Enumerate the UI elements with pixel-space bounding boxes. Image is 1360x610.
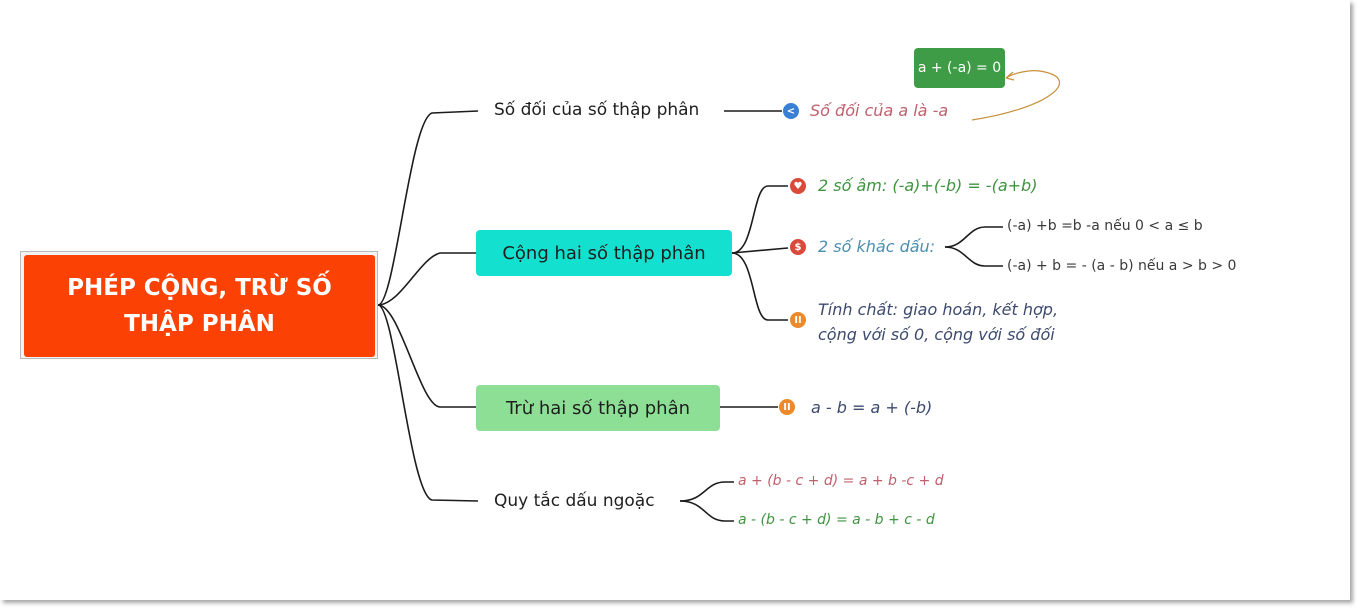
bracket-rule-minus[interactable]: a - (b - c + d) = a - b + c - d (738, 512, 935, 528)
bracket-rule-plus[interactable]: a + (b - c + d) = a + b -c + d (738, 473, 944, 489)
pause-icon: II (779, 399, 795, 415)
topic-opposite-number[interactable]: Số đối của số thập phân (494, 100, 700, 120)
addition-properties-line1: Tính chất: giao hoán, kết hợp, (818, 300, 1059, 319)
addition-properties[interactable]: Tính chất: giao hoán, kết hợp, cộng với … (818, 297, 1058, 347)
heart-icon: ♥ (790, 178, 806, 194)
addition-different-sign[interactable]: 2 số khác dấu: (818, 237, 936, 256)
central-topic-line1: PHÉP CỘNG, TRỪ SỐ (67, 275, 332, 301)
addition-properties-line2: cộng với số 0, cộng với số đối (818, 325, 1055, 344)
share-icon: < (783, 103, 799, 119)
subtraction-rule[interactable]: a - b = a + (-b) (811, 398, 933, 417)
dollar-icon: $ (790, 239, 806, 255)
addition-negative-rule[interactable]: 2 số âm: (-a)+(-b) = -(a+b) (818, 176, 1038, 195)
pause-icon: II (790, 312, 806, 328)
different-sign-case-2[interactable]: (-a) + b = - (a - b) nếu a > b > 0 (1007, 258, 1237, 274)
different-sign-case-1[interactable]: (-a) +b =b -a nếu 0 < a ≤ b (1007, 218, 1203, 234)
central-topic-line2: THẬP PHÂN (124, 311, 275, 337)
topic-bracket-rules[interactable]: Quy tắc dấu ngoặc (494, 491, 655, 511)
opposite-detail[interactable]: Số đối của a là -a (810, 101, 949, 120)
topic-addition[interactable]: Cộng hai số thập phân (476, 230, 732, 276)
central-topic[interactable]: PHÉP CỘNG, TRỪ SỐ THẬP PHÂN (24, 255, 375, 357)
topic-subtraction[interactable]: Trừ hai số thập phân (476, 385, 720, 431)
callout-opposite-sum[interactable]: a + (-a) = 0 (914, 48, 1005, 88)
